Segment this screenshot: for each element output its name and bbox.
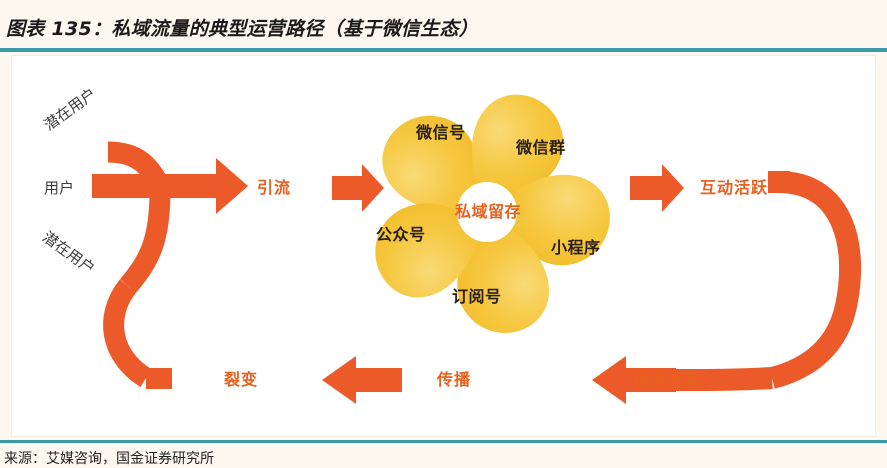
stage-label-traffic: 引流	[257, 178, 292, 197]
source-divider	[0, 440, 887, 443]
input-label-user: 用户	[44, 179, 75, 197]
petal-label-official-acct: 公众号	[376, 225, 426, 244]
petal-label-subscription: 订阅号	[452, 287, 502, 306]
flower-center-label: 私域留存	[455, 202, 522, 221]
stage-label-spread: 传播	[437, 370, 472, 389]
stage-label-engagement: 互动活跃	[700, 178, 769, 197]
stage-label-transaction: 促成交易	[634, 370, 703, 389]
figure-title-bar: 图表 135：私域流量的典型运营路径（基于微信生态）	[0, 8, 887, 46]
source-note: 来源：艾媒咨询，国金证券研究所	[4, 451, 214, 467]
petal-label-wechat-id: 微信号	[416, 123, 466, 142]
stage-label-fission: 裂变	[224, 370, 259, 389]
petal-label-wechat-group: 微信群	[516, 138, 566, 157]
title-divider-top	[0, 48, 887, 52]
petal-label-mini-program: 小程序	[551, 238, 601, 257]
page-title: 图表 135：私域流量的典型运营路径（基于微信生态）	[6, 17, 479, 40]
